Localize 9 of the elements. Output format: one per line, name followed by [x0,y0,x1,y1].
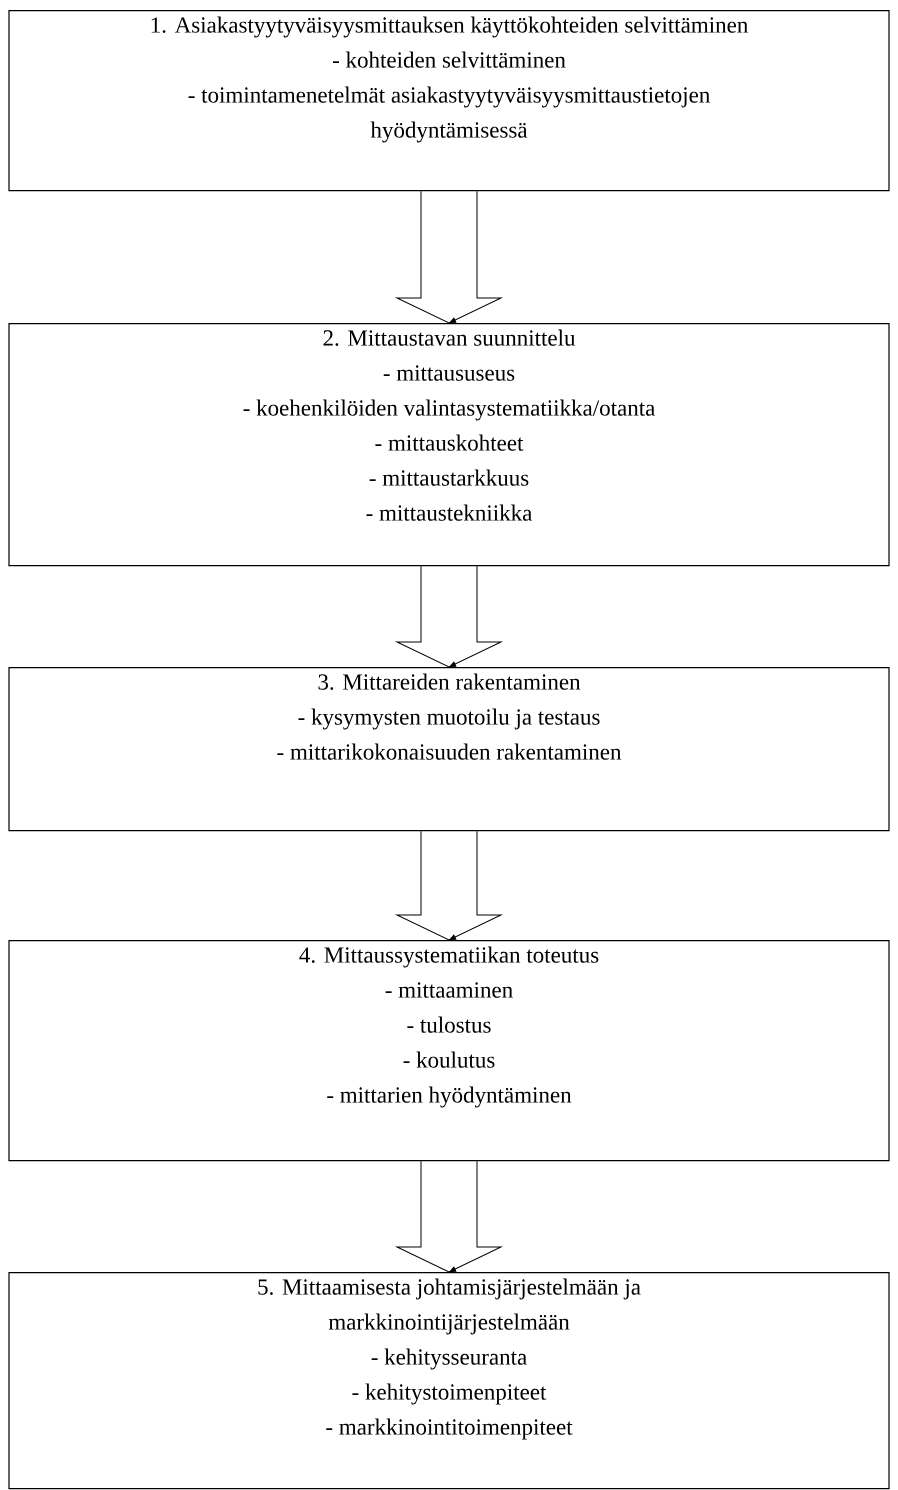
block-arrow [396,565,502,668]
process-box: 2. Mittaustavan suunnittelu - mittaususeus - koehenkilöiden valintasystematiikka/otanta - mittauskohteet - mittaustarkkuus - mittaustekniikka [8,323,890,567]
block-arrow [396,1160,502,1273]
block-arrow [396,830,502,941]
process-box: 3. Mittareiden rakentaminen - kysymysten muotoilu ja testaus - mittarikokonaisuuden rakentaminen [8,667,890,832]
block-arrow [396,190,502,324]
process-box: 4. Mittaussystematiikan toteutus - mittaaminen - tulostus - koulutus - mittarien hyödyntäminen [8,940,890,1162]
process-box: 5. Mittaamisesta johtamisjärjestelmään ja markkinointijärjestelmään - kehitysseuranta - kehitystoimenpiteet - markkinointitoimenpiteet [8,1272,890,1490]
process-box: 1. Asiakastyytyväisyysmittauksen käyttökohteiden selvittäminen - kohteiden selvittäminen - toimintamenetelmät asiakastyytyväisyysmittaustietojen hyödyntämisessä [8,10,890,192]
